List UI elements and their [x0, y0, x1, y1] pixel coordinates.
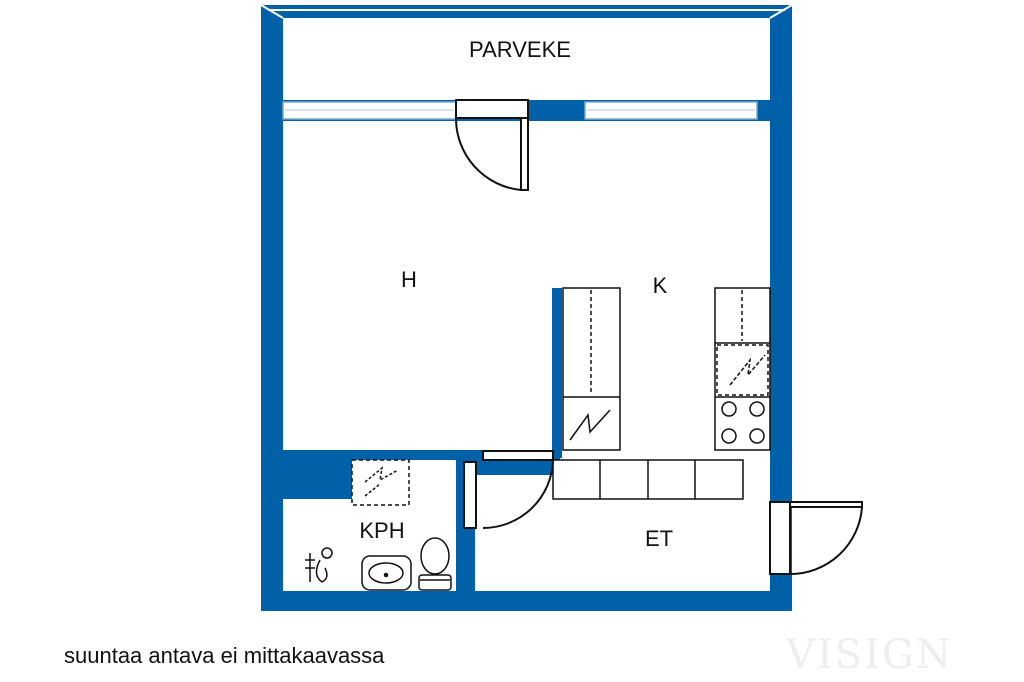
- front-door: [769, 501, 863, 576]
- watermark-logo: VISIGN: [786, 632, 953, 678]
- kitchen-counter-left: [562, 287, 621, 451]
- sink-icon: [361, 555, 412, 591]
- shower-fixture-icon: [305, 547, 333, 583]
- kitchen-partition: [552, 288, 562, 458]
- balcony-door: [454, 99, 529, 191]
- bathroom-door: [463, 450, 554, 529]
- stove-icon: [721, 401, 765, 444]
- kitchen-counter-right: [714, 287, 771, 451]
- room-label-bathroom: KPH: [359, 518, 404, 543]
- room-label-balcony: PARVEKE: [469, 37, 571, 62]
- room-label-living: H: [401, 267, 417, 292]
- disclaimer-caption: suuntaa antava ei mittakaavassa: [64, 643, 385, 668]
- wardrobes: [552, 459, 744, 500]
- room-label-kitchen: K: [653, 273, 668, 298]
- shower-area: [351, 459, 410, 506]
- room-label-entrance: ET: [645, 526, 673, 551]
- toilet-icon: [418, 537, 452, 591]
- balcony-floor: [283, 18, 770, 100]
